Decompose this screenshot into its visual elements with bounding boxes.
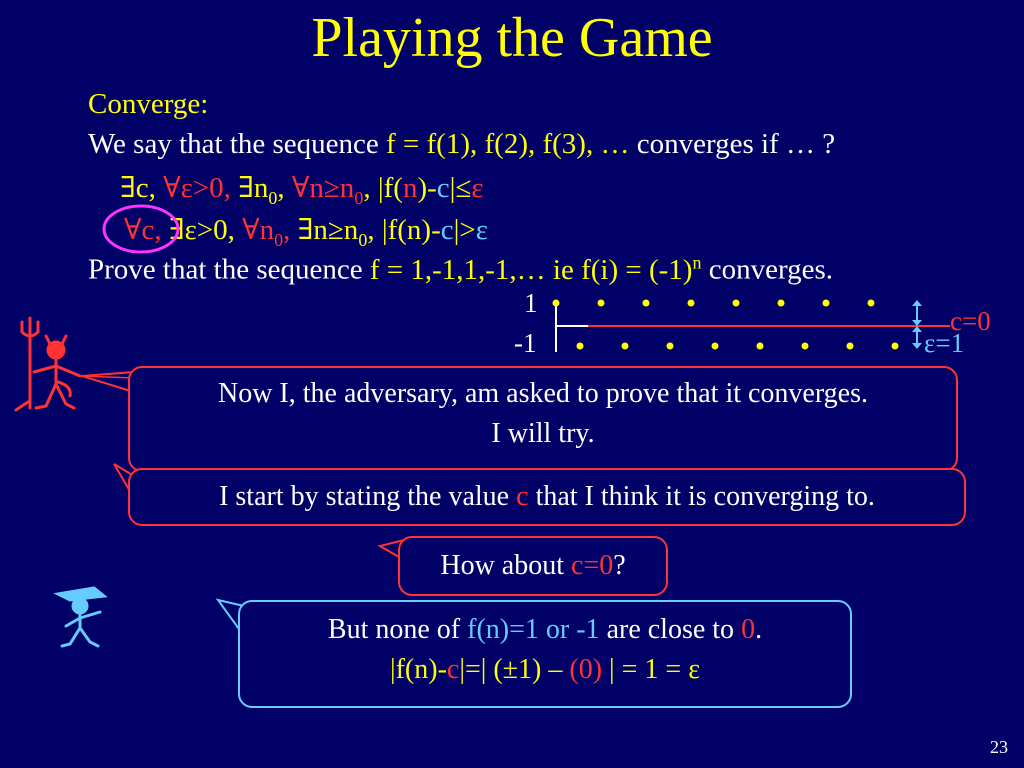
f1-eps: ε <box>471 172 484 204</box>
plot-eps-label: ε=1 <box>924 328 965 358</box>
sequence-dot <box>687 299 695 307</box>
statement-sequence: f = f(1), f(2), f(3), … <box>386 128 630 160</box>
sequence-dot <box>846 342 854 350</box>
devil-icon <box>14 316 82 412</box>
f2-exists-eps: ∃ε>0, <box>168 214 243 246</box>
prover-icon <box>53 586 108 648</box>
epsilon-arrow-lower <box>912 326 922 349</box>
sequence-dot <box>642 299 650 307</box>
prove-suffix: converges. <box>701 253 834 286</box>
how-suffix: ? <box>613 550 626 581</box>
f2-exists-n: ∃n≥n0 <box>297 214 368 250</box>
f1-n: n <box>402 172 418 204</box>
callout-tail-1 <box>81 370 135 394</box>
callout-how-about: How about c=0? <box>398 536 668 596</box>
statement-suffix: converges if … ? <box>629 128 836 160</box>
start-suffix: that I think it is converging to. <box>528 481 875 512</box>
statement-prefix: We say that the sequence <box>88 128 387 160</box>
sequence-dot <box>576 342 584 350</box>
how-prefix: How about <box>440 550 571 581</box>
devil-pointer <box>79 375 135 379</box>
f2-eps: ε <box>475 214 488 246</box>
converge-label: Converge: <box>88 88 209 120</box>
page-number: 23 <box>990 737 1008 757</box>
epsilon-arrow-upper <box>912 300 922 326</box>
start-c: c <box>516 481 529 512</box>
sequence-dot <box>621 342 629 350</box>
f1-comma: , <box>277 172 292 204</box>
f1-exists-c: ∃c, <box>120 172 164 204</box>
plot-dots-bottom <box>576 342 899 350</box>
f1-forall-n: ∀n≥n0 <box>291 172 364 208</box>
prove-sequence: f = 1,-1,1,-1,… ie f(i) = (-1)n <box>369 252 702 286</box>
callout-adversary-line1: Now I, the adversary, am asked to prove … <box>217 378 868 409</box>
sequence-dot <box>822 299 830 307</box>
callout-start: I start by stating the value c that I th… <box>128 468 966 526</box>
f1-minus: )- <box>417 172 437 204</box>
page-title: Playing the Game <box>311 7 713 69</box>
reply-line1: But none of f(n)=1 or -1 are close to 0. <box>327 614 763 645</box>
f1-c: c <box>436 172 450 204</box>
sequence-dot <box>666 342 674 350</box>
sequence-dot <box>756 342 764 350</box>
f1-comma2: , <box>363 172 378 204</box>
how-c: c=0 <box>571 550 614 581</box>
formula-negation: ∀c, ∃ε>0, ∀n0, ∃n≥n0, |f(n)-c|>ε <box>124 212 488 251</box>
reply-line2: |f(n)-c|=| (±1) – (0) | = 1 = ε <box>390 654 700 685</box>
sequence-dot <box>801 342 809 350</box>
f2-abs: |f(n)- <box>381 214 441 246</box>
callout-adversary: Now I, the adversary, am asked to prove … <box>128 366 958 472</box>
f1-exists-n0: ∃n0 <box>238 172 278 208</box>
f2-gt: |> <box>453 214 476 246</box>
f2-comma: , <box>283 214 298 246</box>
sequence-dot <box>597 299 605 307</box>
prove-prefix: Prove that the sequence <box>88 253 370 286</box>
plot-dots-top <box>552 299 875 307</box>
sequence-dot <box>867 299 875 307</box>
f2-c: c <box>440 214 454 246</box>
f2-comma2: , <box>367 214 382 246</box>
start-prefix: I start by stating the value <box>219 481 517 512</box>
f1-forall-eps: ∀ε>0, <box>163 172 239 204</box>
f1-abs-open: |f( <box>377 172 403 204</box>
sequence-dot <box>711 342 719 350</box>
callout-adversary-line2: I will try. <box>491 418 595 449</box>
highlight-circle <box>102 204 180 254</box>
plot-label-minus1: -1 <box>514 328 537 358</box>
formula-converges: ∃c, ∀ε>0, ∃n0, ∀n≥n0, |f(n)-c|≤ε <box>120 170 484 209</box>
f1-leq: |≤ <box>449 172 472 204</box>
callout-reply: But none of f(n)=1 or -1 are close to 0.… <box>238 600 852 708</box>
sequence-dot <box>891 342 899 350</box>
sequence-dot <box>777 299 785 307</box>
convergence-statement: We say that the sequence f = f(1), f(2),… <box>88 128 835 161</box>
sequence-dot <box>552 299 560 307</box>
prove-statement: Prove that the sequence f = 1,-1,1,-1,… … <box>88 252 833 287</box>
f2-forall-n0: ∀n0 <box>242 214 284 250</box>
sequence-dot <box>732 299 740 307</box>
plot-c-label: c=0 <box>950 306 991 336</box>
plot-label-1: 1 <box>524 288 538 318</box>
f2-forall-c: ∀c, <box>124 214 169 246</box>
